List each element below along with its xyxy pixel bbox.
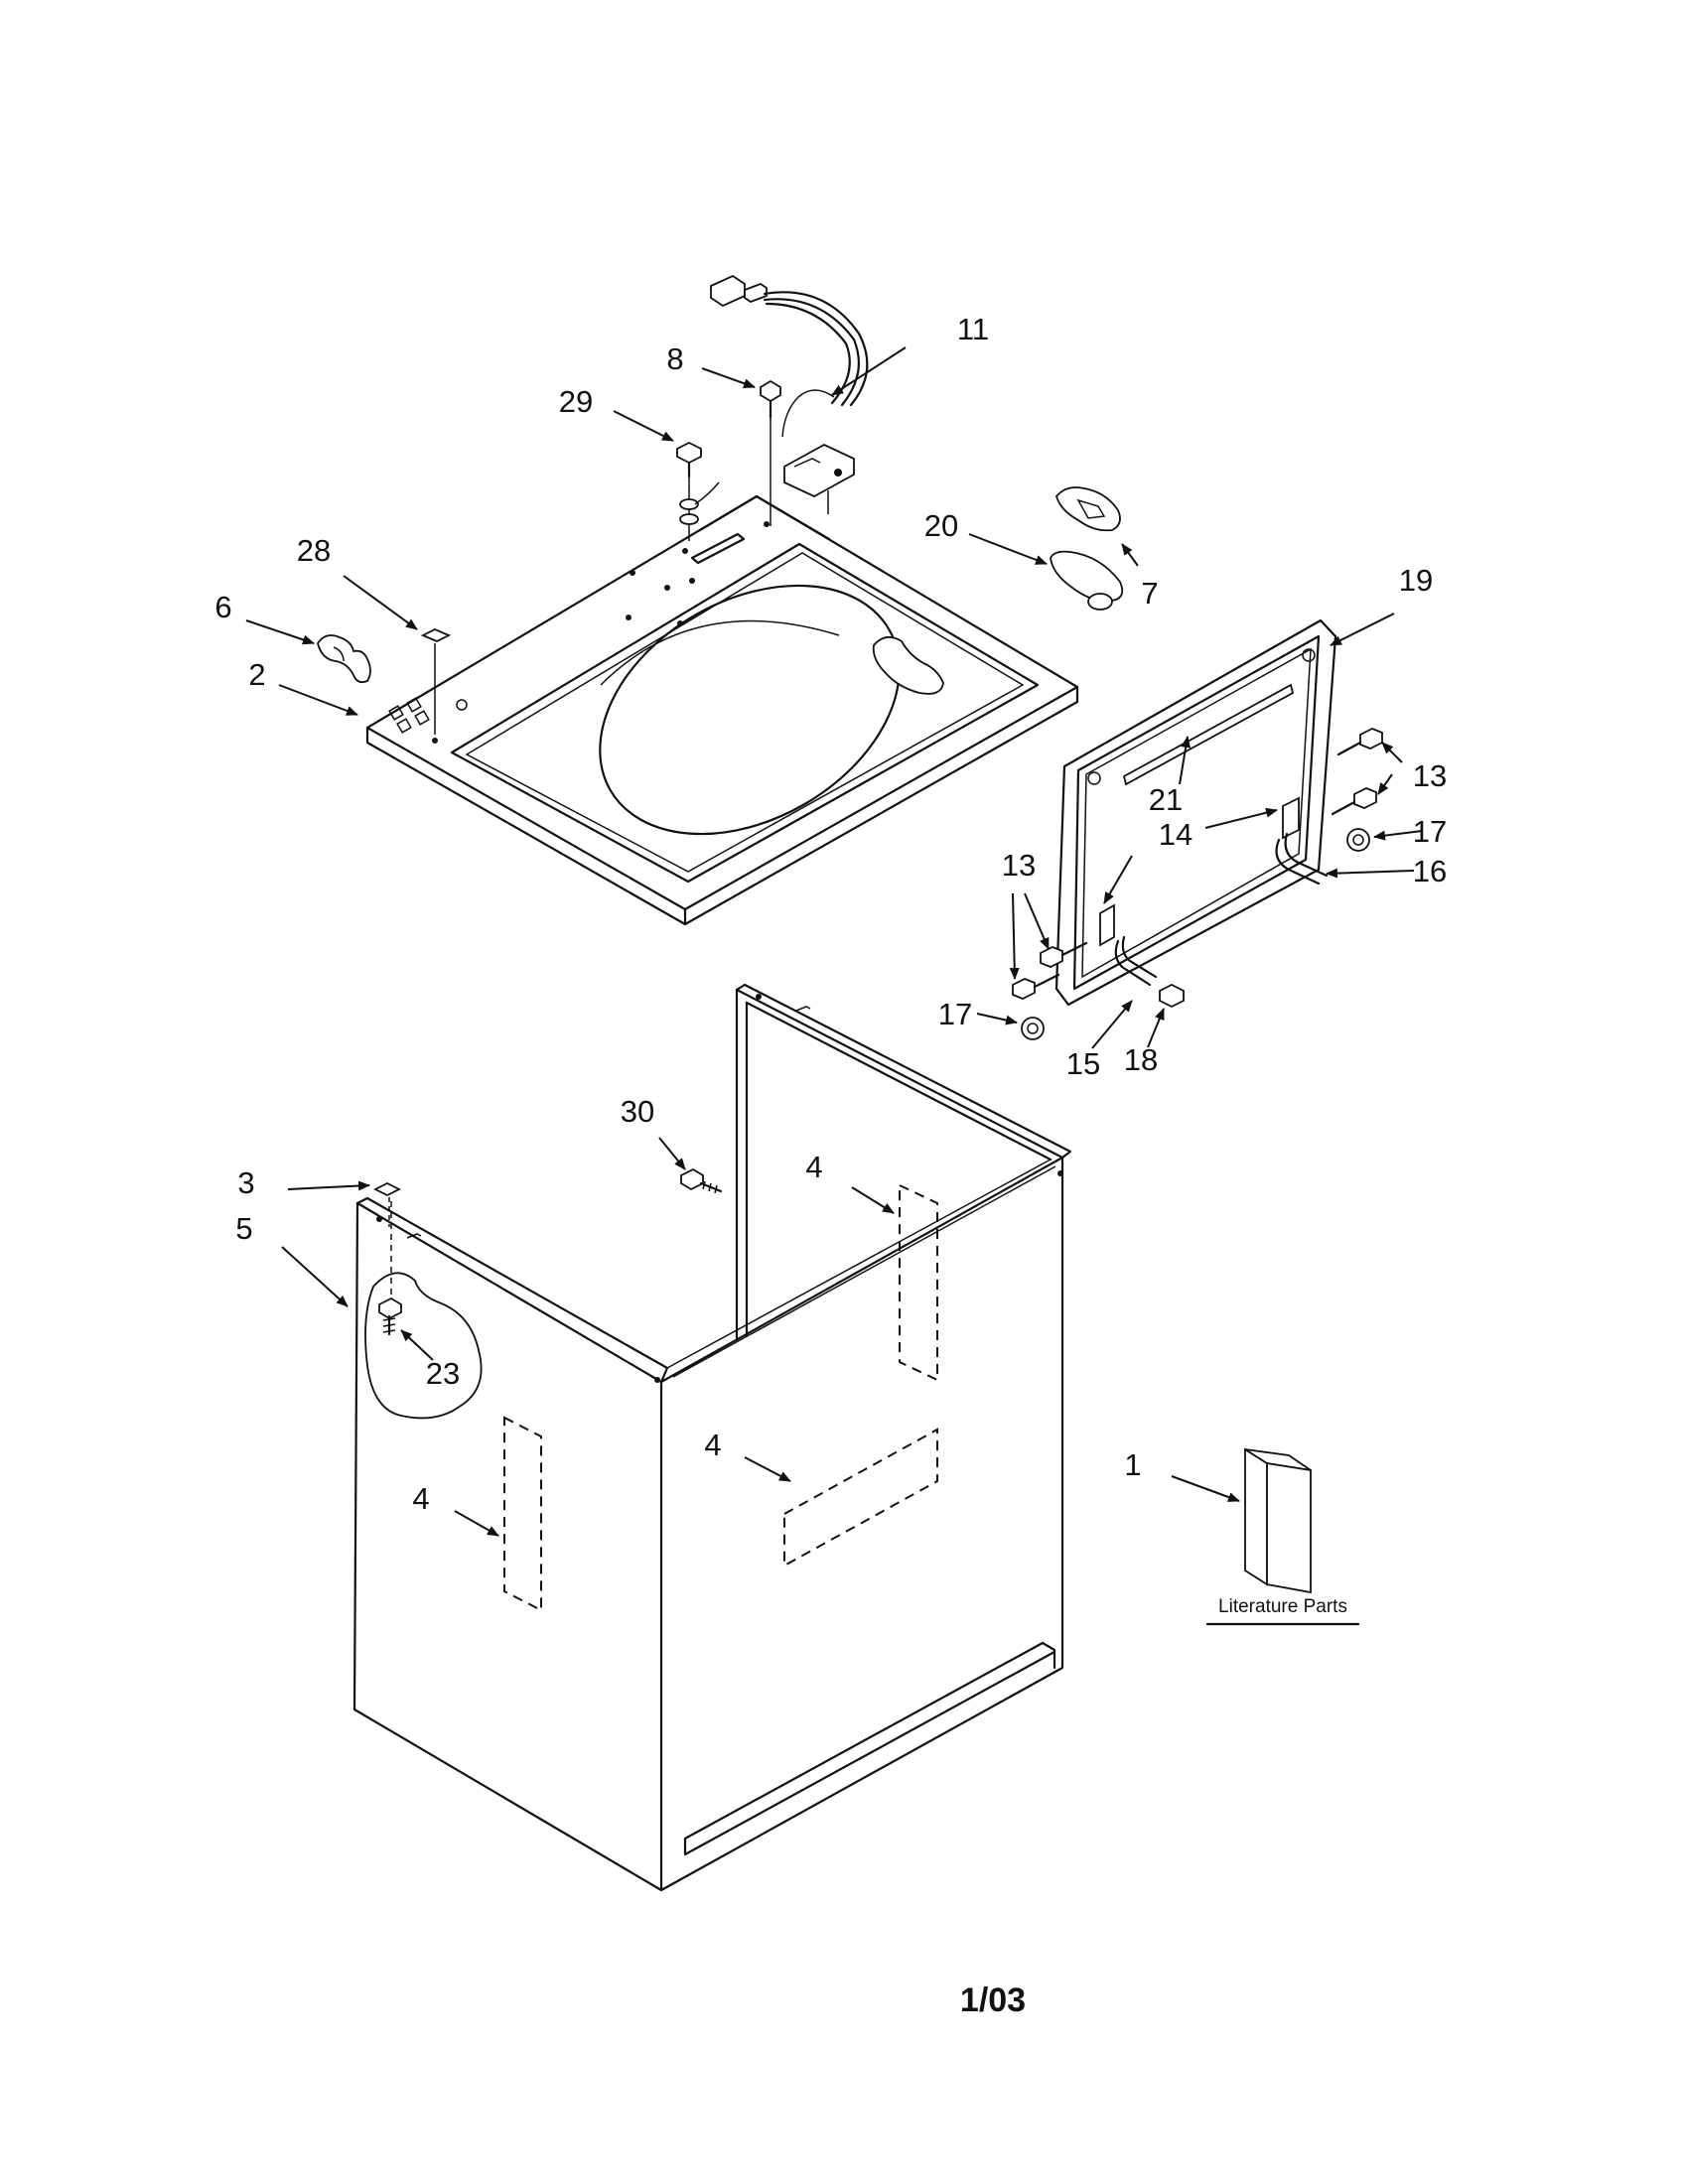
callout-4-back: 4 [805, 1150, 822, 1184]
part-29-screw [676, 441, 720, 541]
callout-3: 3 [237, 1165, 254, 1200]
callout-29: 29 [559, 384, 593, 419]
part-8-screw [760, 379, 781, 526]
callout-labels: 11 8 29 28 6 2 20 7 19 21 14 13 17 16 13… [214, 312, 1447, 1516]
part-1-literature [1205, 1447, 1360, 1626]
callout-18: 18 [1124, 1042, 1158, 1077]
callout-19: 19 [1399, 563, 1433, 598]
callout-4-front: 4 [412, 1481, 429, 1516]
callout-1: 1 [1124, 1447, 1141, 1482]
top-panel [365, 494, 1079, 926]
callout-11: 11 [957, 312, 989, 346]
callout-2: 2 [248, 657, 265, 692]
callout-30: 30 [621, 1094, 654, 1129]
callout-23: 23 [426, 1356, 460, 1391]
leader-arrows [245, 346, 1423, 1537]
part-19-lid [1054, 618, 1337, 1007]
callout-13-right: 13 [1413, 758, 1447, 793]
callout-4-side: 4 [704, 1428, 721, 1462]
callout-8: 8 [666, 341, 683, 376]
lid-hinge-hardware [1012, 728, 1383, 1040]
callout-7: 7 [1141, 576, 1158, 611]
part-28-clip [420, 628, 452, 735]
callout-28: 28 [297, 533, 331, 568]
callout-20: 20 [924, 508, 958, 543]
literature-parts-label: Literature Parts [1218, 1596, 1347, 1617]
page-code: 1/03 [960, 1981, 1026, 2019]
callout-17-right: 17 [1413, 814, 1447, 849]
part-11-wire-harness [710, 274, 869, 514]
callout-13-left: 13 [1002, 848, 1036, 883]
callout-16: 16 [1413, 854, 1447, 888]
part-7-20-lid-bumper [1050, 486, 1124, 611]
callout-17-left: 17 [938, 997, 972, 1031]
part-5-cabinet [352, 983, 1072, 1892]
callout-15: 15 [1066, 1046, 1100, 1081]
part-6-wire-clip [317, 634, 371, 684]
callout-14: 14 [1159, 817, 1193, 852]
callout-5: 5 [235, 1211, 252, 1246]
callout-21: 21 [1149, 782, 1183, 817]
callout-6: 6 [214, 590, 231, 624]
